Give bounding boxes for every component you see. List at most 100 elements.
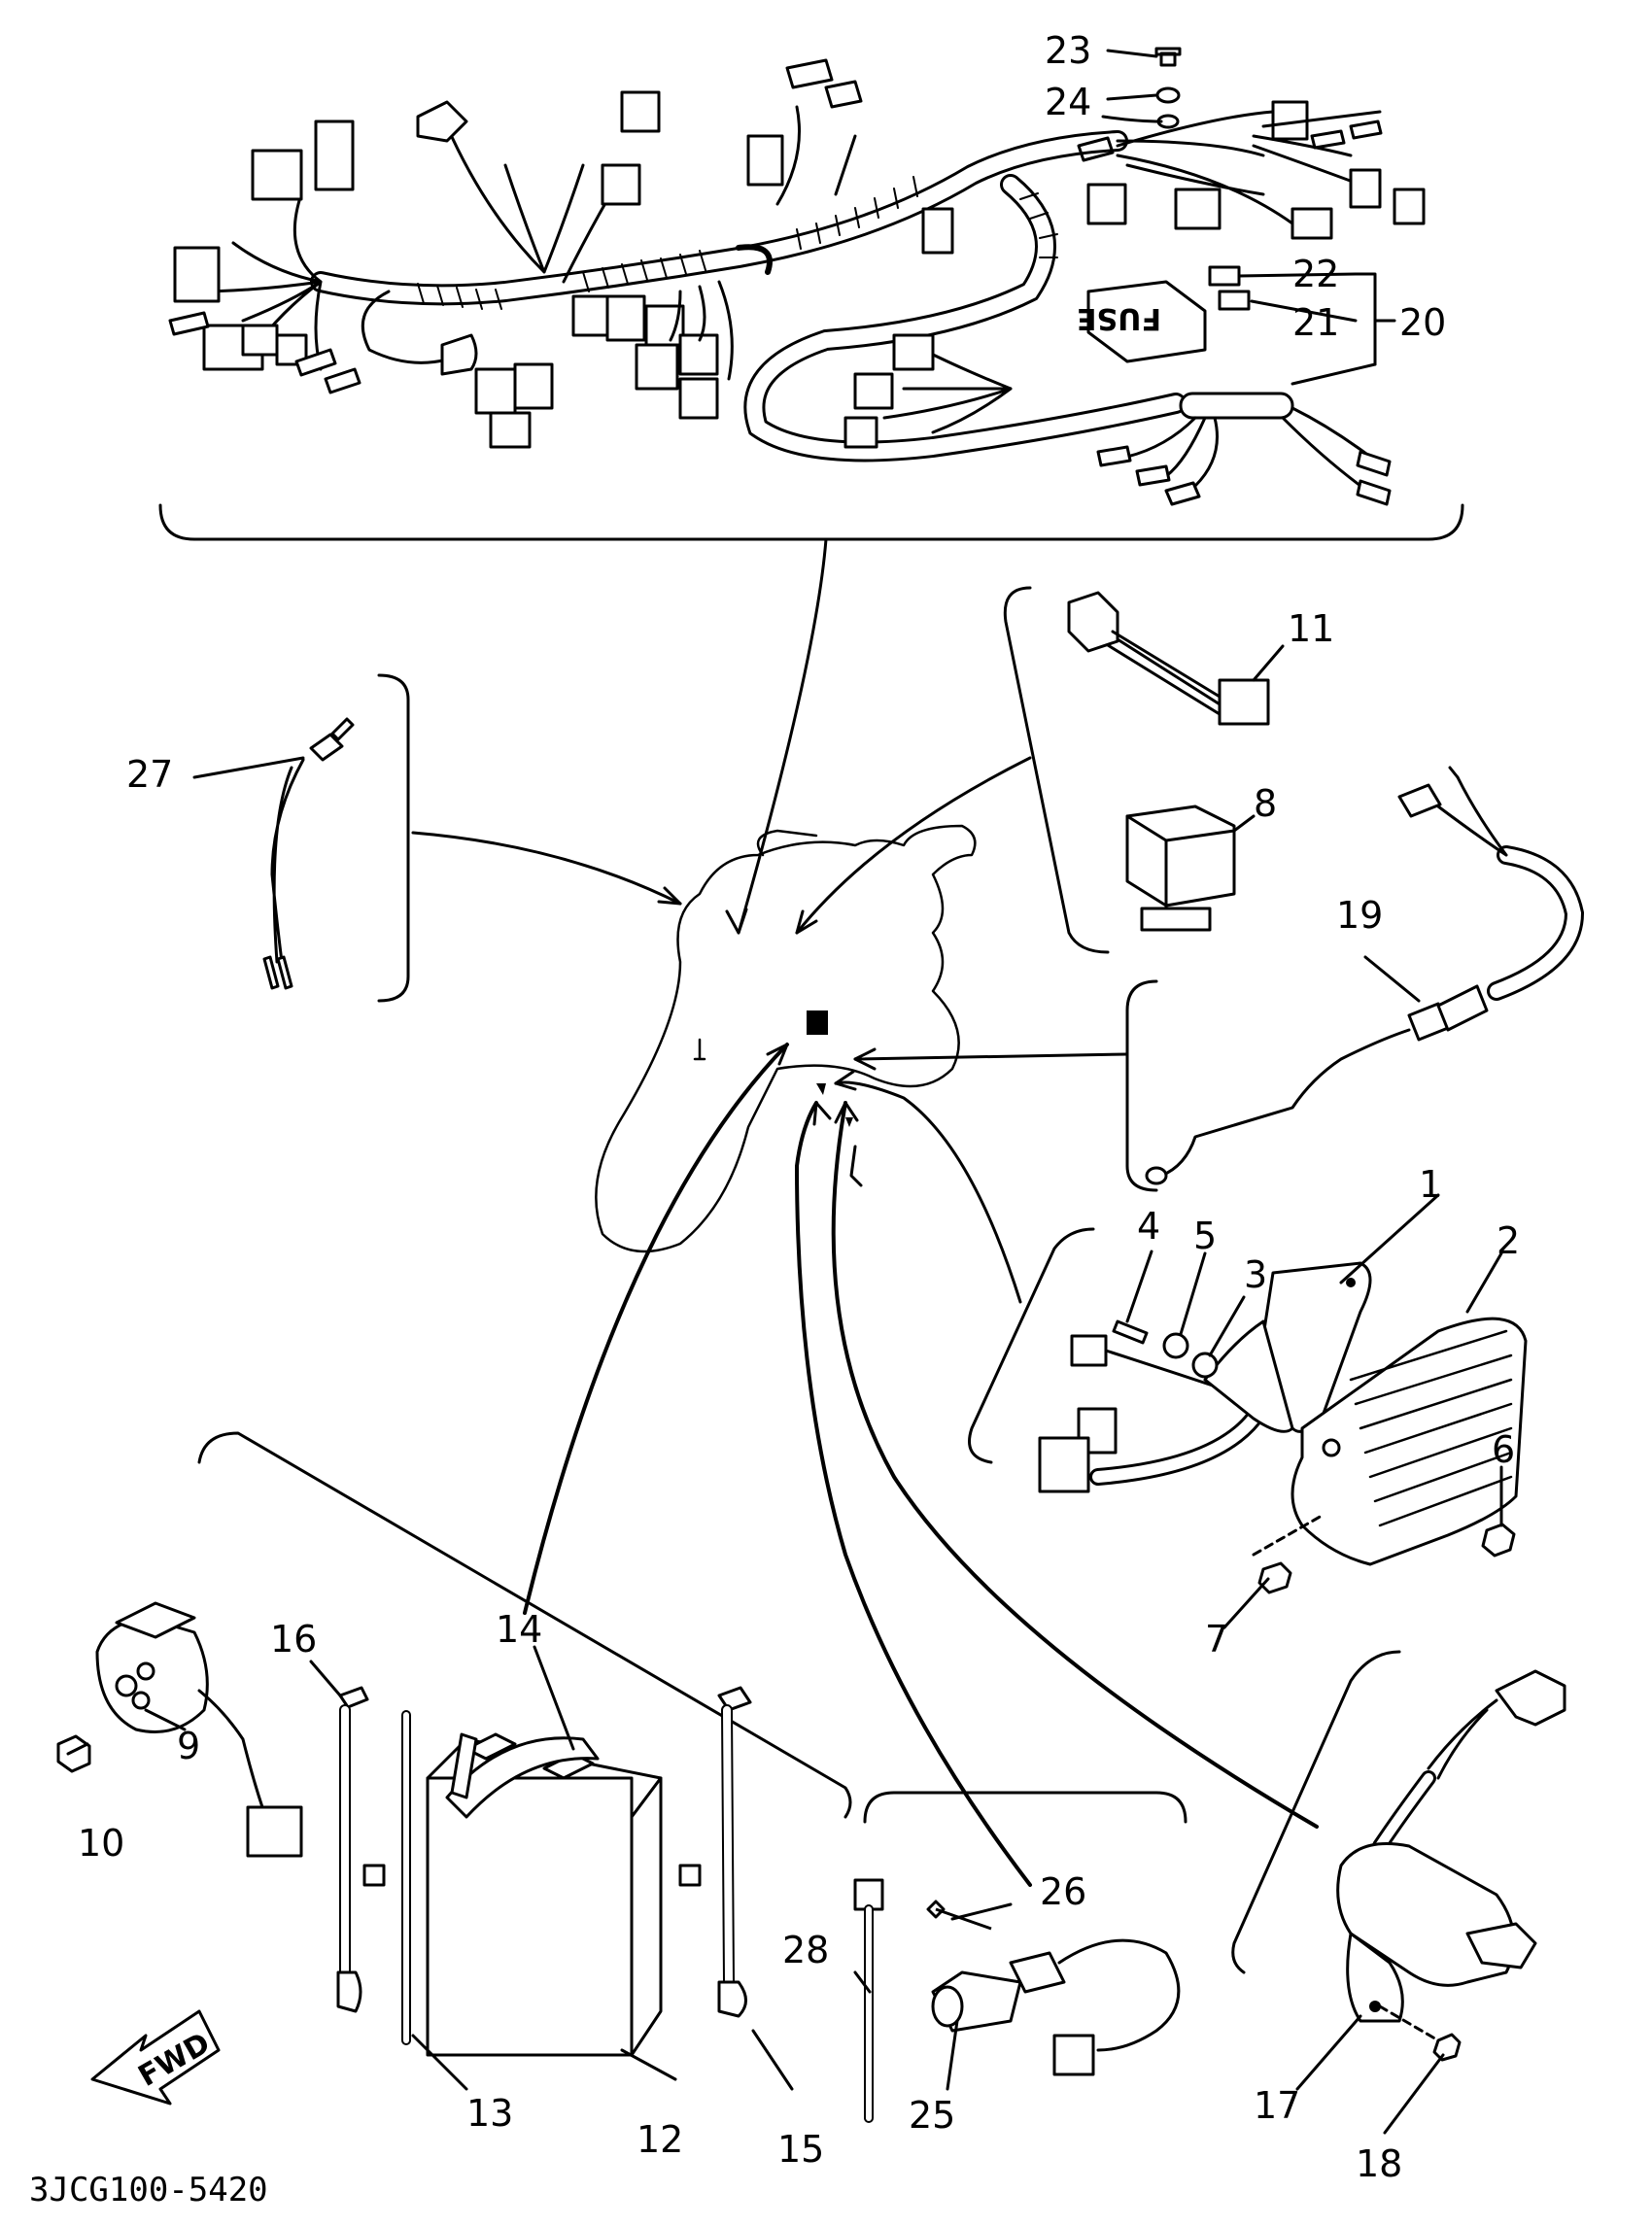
harness-connector	[489, 411, 532, 449]
part-27-sensor	[309, 717, 355, 762]
callout-leaders	[66, 49, 1503, 2135]
harness-connector	[1349, 168, 1382, 209]
callout-9: 9	[177, 1725, 200, 1767]
harness-connector	[746, 134, 784, 187]
fuse-22	[1208, 265, 1241, 287]
callout-5: 5	[1193, 1215, 1217, 1257]
harness-connector	[173, 246, 221, 303]
fuse-21	[1218, 290, 1251, 311]
harness-connector	[1174, 188, 1222, 230]
callout-8: 8	[1254, 782, 1277, 825]
callout-28: 28	[782, 1929, 829, 1971]
callout-21: 21	[1292, 301, 1339, 344]
fuse-box-label: FUSE	[1077, 301, 1161, 335]
callout-17: 17	[1254, 2084, 1300, 2127]
fwd-arrow-icon	[90, 2009, 221, 2106]
part-9-connector	[246, 1805, 303, 1858]
part-8-base	[1140, 907, 1212, 932]
motorcycle-outline	[595, 824, 977, 1253]
callout-3: 3	[1244, 1253, 1267, 1296]
part-3-washer	[1191, 1352, 1219, 1379]
harness-bracket	[158, 503, 1464, 541]
callout-22: 22	[1292, 253, 1339, 295]
callout-15: 15	[777, 2128, 824, 2171]
harness-connector	[1393, 188, 1426, 225]
callout-19: 19	[1336, 894, 1383, 937]
part-11-plug	[1218, 678, 1270, 726]
relay-group	[1003, 586, 1270, 954]
leader-lines	[411, 537, 1319, 1887]
harness-connector	[275, 333, 308, 366]
part-17-connector	[1495, 1669, 1566, 1727]
harness-connector	[601, 163, 641, 206]
harness-connector	[251, 149, 303, 201]
callout-27: 27	[126, 753, 173, 796]
main-switch-group	[1231, 1650, 1566, 2062]
callout-labels: 23 24 22 21 20 11 8 19 27 1 2 3 4 5 6 7 …	[29, 29, 1520, 2209]
part-5-washer	[1162, 1332, 1189, 1359]
harness-connector	[314, 120, 355, 191]
part-16-cable-end	[338, 1686, 369, 1709]
part-4-screw	[1112, 1319, 1149, 1345]
harness-connector	[678, 333, 719, 376]
wire-harness-group: FUSE	[158, 47, 1464, 541]
part-26-bolt	[926, 1900, 992, 1931]
callout-2: 2	[1497, 1219, 1520, 1262]
regulator-connector	[1038, 1436, 1090, 1493]
harness-connector	[921, 207, 954, 255]
callout-12: 12	[637, 2118, 683, 2161]
callout-14: 14	[496, 1608, 542, 1651]
part-17-switch	[1336, 1842, 1516, 1987]
callout-24: 24	[1045, 81, 1091, 123]
harness-connector	[241, 324, 279, 357]
callout-4: 4	[1137, 1205, 1160, 1248]
part-25-connector	[1052, 2034, 1095, 2076]
callout-26: 26	[1040, 1870, 1086, 1913]
callout-16: 16	[270, 1618, 317, 1661]
callout-7: 7	[1205, 1618, 1228, 1661]
harness-connector	[620, 90, 661, 133]
part-14-band	[445, 1736, 600, 1819]
part-12-battery	[426, 1776, 634, 2057]
harness-connector	[440, 333, 478, 376]
harness-sleeve	[1179, 392, 1294, 420]
harness-connector	[605, 294, 646, 342]
sensor-group	[1125, 766, 1585, 1192]
part-10-nut	[56, 1734, 91, 1773]
callout-20: 20	[1399, 301, 1446, 344]
harness-connector	[678, 377, 719, 420]
harness-connector	[853, 372, 894, 410]
fuse-box	[1086, 280, 1207, 363]
callout-23: 23	[1045, 29, 1091, 72]
screw-23	[1154, 47, 1182, 67]
harness-connector	[571, 294, 612, 337]
harness-connector	[635, 343, 679, 391]
callout-1: 1	[1419, 1163, 1442, 1206]
part-2-regulator	[1291, 1317, 1528, 1566]
callout-10: 10	[78, 1822, 124, 1865]
part-27-group	[262, 673, 410, 1003]
harness-connector	[474, 367, 517, 415]
callout-18: 18	[1356, 2142, 1402, 2185]
part-11-connector	[1067, 591, 1119, 653]
regulator-connector	[1070, 1334, 1108, 1367]
washer-24	[1155, 86, 1181, 104]
harness-connector	[513, 362, 554, 410]
diagram-code: 3JCG100-5420	[29, 2171, 268, 2209]
callout-11: 11	[1288, 607, 1334, 650]
part-18-bolt	[1432, 2033, 1462, 2062]
callout-6: 6	[1492, 1428, 1515, 1471]
harness-connector	[843, 416, 878, 449]
harness-connector	[892, 333, 935, 371]
part-7-bolt	[1257, 1561, 1292, 1594]
callout-25: 25	[909, 2094, 955, 2137]
battery-group: FWD	[56, 1431, 852, 2106]
callout-13: 13	[466, 2092, 513, 2135]
harness-connector	[1291, 207, 1333, 240]
harness-connector	[1086, 183, 1127, 225]
part-6-nut	[1481, 1523, 1516, 1558]
rectifier-regulator-group	[968, 1227, 1528, 1594]
brake-switch-group	[853, 1791, 1187, 2123]
part-8-relay	[1125, 805, 1236, 908]
